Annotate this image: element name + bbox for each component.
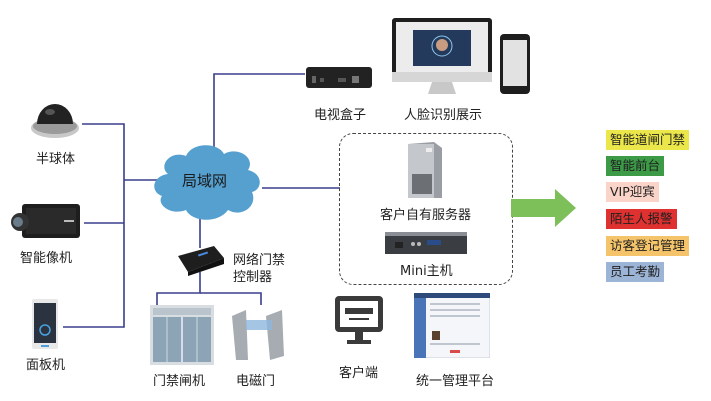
rack-host (383, 228, 469, 256)
box-camera-icon (11, 204, 80, 238)
face-panel-icon (32, 299, 58, 349)
feature-badge-vip: VIP迎宾 (606, 182, 659, 202)
tower-server (404, 140, 444, 200)
dome-camera-icon (31, 104, 79, 138)
glass-gate-label: 门禁闸机 (153, 374, 206, 389)
box-camera-label: 智能像机 (20, 251, 73, 266)
dome-camera-label: 半球体 (36, 152, 76, 167)
desktop-client[interactable] (333, 294, 385, 350)
green-arrow-icon (511, 189, 576, 227)
lan-cloud: 局域网 (148, 140, 266, 222)
tv-box (304, 64, 374, 90)
tv-box-icon (306, 67, 372, 88)
line-controller-to-turnstile (200, 292, 262, 305)
face-display-label: 人脸识别展示 (404, 108, 483, 123)
turnstile (228, 306, 288, 362)
face-panel (31, 298, 59, 350)
feature-badge-attendance: 员工考勤 (606, 262, 665, 282)
door-controller-icon (178, 246, 224, 276)
line-dome (63, 123, 125, 328)
line-controller-to-doors (156, 272, 201, 305)
feature-badge-reception: 智能前台 (606, 156, 665, 176)
controller-label-line1: 网络门禁 (233, 253, 286, 268)
box-camera (10, 200, 82, 242)
management-platform[interactable] (413, 292, 491, 359)
tv-box-label: 电视盒子 (314, 108, 367, 123)
tower-server-icon (408, 142, 442, 198)
controller-label-line2: 控制器 (233, 270, 273, 285)
feature-badge-stranger-alarm: 陌生人报警 (606, 209, 677, 229)
face-display (390, 16, 532, 98)
management-platform-icon (413, 292, 491, 359)
glass-gate (150, 305, 214, 365)
rack-host-icon (385, 232, 467, 254)
platform-label: 统一管理平台 (416, 374, 495, 389)
monitor-phone-icon (392, 18, 530, 94)
mini-host-label: Mini主机 (400, 264, 453, 279)
feature-badge-gate: 智能道闸门禁 (606, 130, 690, 150)
line-cloud-to-tvbox (213, 73, 305, 150)
dome-camera (30, 96, 80, 140)
face-panel-label: 面板机 (26, 358, 66, 373)
door-controller (176, 244, 226, 276)
turnstile-icon (232, 310, 284, 360)
desktop-client-icon (335, 296, 383, 344)
turnstile-label: 电磁门 (236, 374, 276, 389)
feature-badge-visitor: 访客登记管理 (606, 236, 690, 256)
lan-label: 局域网 (182, 172, 228, 190)
client-label: 客户端 (339, 366, 379, 381)
server-label: 客户自有服务器 (380, 208, 472, 223)
glass-gate-icon (150, 305, 214, 365)
